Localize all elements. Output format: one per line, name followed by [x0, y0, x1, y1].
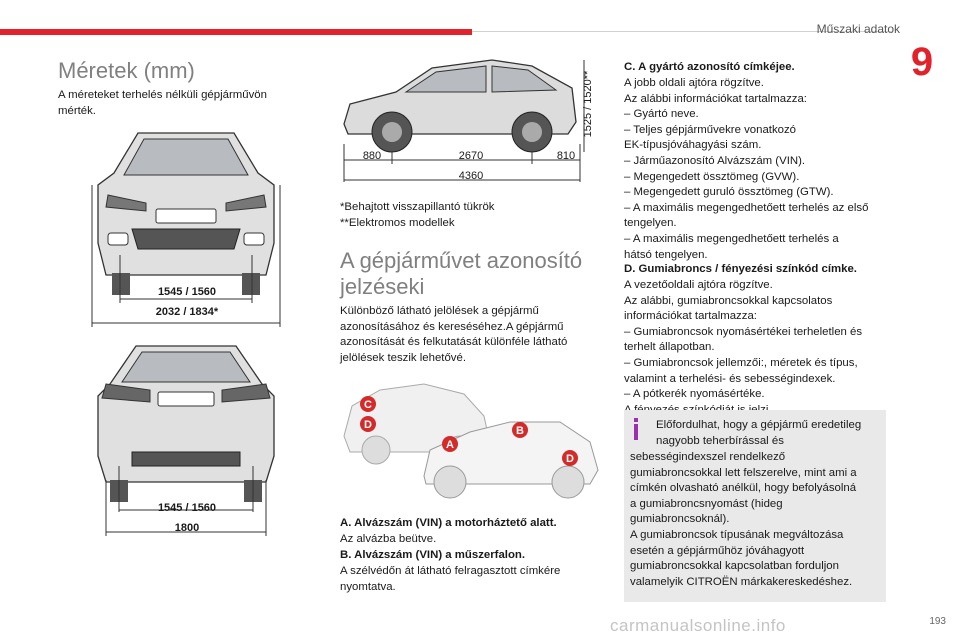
- side-view-diagram: [343, 59, 585, 182]
- footnote-mirrors: *Behajtott visszapillantó tükrök: [340, 201, 495, 213]
- rear-view-diagram: [97, 345, 275, 536]
- chapter-number: 9: [910, 40, 934, 84]
- header-accent-bar: [0, 29, 472, 35]
- header-rule: [472, 31, 892, 32]
- watermark: carmanualsonline.info: [610, 616, 786, 635]
- d-line: információkat tartalmazza:: [624, 310, 757, 323]
- note-list: sebességindexszel rendelkező gumiabroncs…: [630, 450, 884, 590]
- note-line: gumiabroncsokkal lett felszerelve, mint …: [630, 466, 857, 479]
- c-line: – Járműazonosító Alvázszám (VIN).: [624, 154, 806, 167]
- length-label: 4360: [458, 170, 484, 182]
- section-title: Műszaki adatok: [816, 22, 900, 36]
- d-line: – Gumiabroncsok jellemzői:, méretek és t…: [624, 356, 858, 369]
- page-number: 193: [929, 616, 946, 627]
- id-paragraph: Különböző látható jelölések a gépjármű a…: [340, 305, 568, 364]
- note-second-line: nagyobb teherbírással és: [656, 435, 784, 447]
- c-line: – A maximális megengedhetőett terhelés a…: [624, 201, 869, 214]
- note-line: gumiabroncsokkal kapcsolatban forduljon: [630, 560, 839, 573]
- height-label: 1525 / 1520**: [582, 70, 594, 138]
- d-line: valamint a terhelési- és sebességindexek…: [624, 372, 836, 385]
- overhang-rear-label: 810: [556, 150, 576, 162]
- item-a-text: Az alvázba beütve.: [340, 533, 437, 545]
- note-line: sebességindexszel rendelkező: [630, 451, 786, 463]
- id-section-title: A gépjárművet azonosító jelzéseki: [340, 248, 583, 299]
- c-line: hátsó tengelyen.: [624, 248, 708, 261]
- marker-d-left: D: [364, 419, 372, 431]
- marker-c: C: [364, 399, 372, 411]
- c-line: tengelyen.: [624, 217, 677, 230]
- wheelbase-label: 2670: [458, 150, 484, 162]
- d-line: Az alábbi, gumiabroncsokkal kapcsolatos: [624, 294, 833, 307]
- marker-d-right: D: [566, 453, 574, 465]
- d-title: D. Gumiabroncs / fényezési színkód címke…: [624, 263, 857, 275]
- item-b-title: B. Alvázszám (VIN) a műszerfalon.: [340, 549, 526, 561]
- page-title: Méretek (mm): [58, 58, 195, 83]
- note-first-line: Előfordulhat, hogy a gépjármű eredetileg: [656, 419, 862, 431]
- note-box: [624, 410, 886, 602]
- rear-track-label: 1545 / 1560: [157, 502, 217, 514]
- d-line: terhelt állapotban.: [624, 341, 715, 354]
- note-line: a gumiabroncsnyomást (hideg: [630, 497, 783, 510]
- intro-text: A méreteket terhelés nélküli gépjárművön…: [58, 89, 267, 117]
- item-a-title: A. Alvázszám (VIN) a motorháztető alatt.: [340, 517, 557, 529]
- note-line: A gumiabroncsok típusának megváltozása: [630, 528, 844, 541]
- c-line: – Gyártó neve.: [624, 108, 699, 121]
- overhang-front-label: 880: [362, 150, 382, 162]
- note-line: címkén olvasható anélkül, hogy befolyáso…: [630, 482, 857, 495]
- marker-b: B: [516, 425, 524, 437]
- c-line: A jobb oldali ajtóra rögzítve.: [624, 77, 764, 89]
- note-line: valamelyik CITROËN márkakereskedéshez.: [630, 575, 853, 588]
- footnote-electric: **Elektromos modellek: [340, 217, 455, 229]
- d-line: A vezetőoldali ajtóra rögzítve.: [624, 279, 773, 291]
- rear-width-label: 1800: [174, 522, 200, 534]
- height-label-wrap: 1525 / 1520**: [580, 60, 594, 150]
- info-icon: [634, 418, 638, 440]
- c-line: EK-típusjóváhagyási szám.: [624, 139, 762, 152]
- marker-a: A: [446, 439, 454, 451]
- d-line: – A pótkerék nyomásértéke.: [624, 388, 765, 401]
- front-width-label: 2032 / 1834*: [155, 306, 219, 318]
- d-list: A vezetőoldali ajtóra rögzítve. Az alább…: [624, 278, 894, 418]
- d-line: – Gumiabroncsok nyomásértékei terheletle…: [624, 325, 863, 338]
- c-line: – A maximális megengedhetőett terhelés a: [624, 232, 839, 245]
- c-line: – Megengedett guruló össztömeg (GTW).: [624, 186, 834, 199]
- front-track-label: 1545 / 1560: [157, 286, 217, 298]
- note-line: esetén a gépjárműhöz jóváhagyott: [630, 544, 805, 557]
- c-list: A jobb oldali ajtóra rögzítve. Az alábbi…: [624, 76, 894, 263]
- front-view-diagram: [91, 132, 281, 327]
- c-title: C. A gyártó azonosító címkéjee.: [624, 61, 795, 73]
- item-b-text: A szélvédőn át látható felragasztott cím…: [340, 565, 561, 593]
- id-markers-diagram: C D A B D: [343, 383, 599, 499]
- c-line: – Teljes gépjárművekre vonatkozó: [624, 123, 797, 136]
- c-line: Az alábbi információkat tartalmazza:: [624, 92, 807, 105]
- c-line: – Megengedett össztömeg (GVW).: [624, 170, 800, 183]
- note-line: gumiabroncsoknál).: [630, 513, 730, 526]
